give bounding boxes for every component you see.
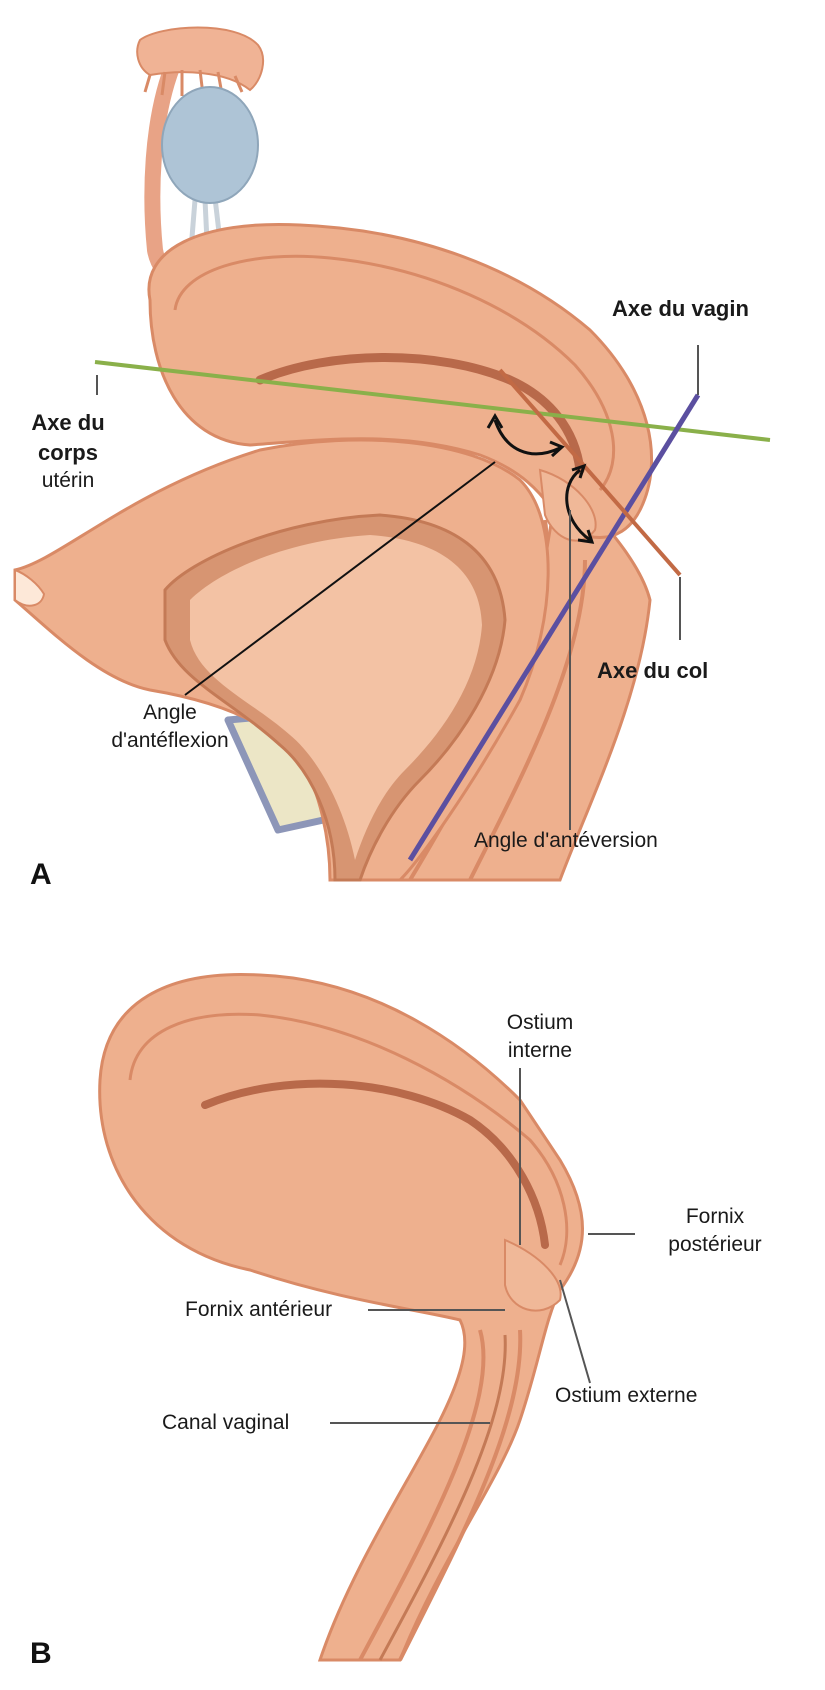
label-axe-corps-3: utérin — [18, 468, 118, 494]
label-ostium-interne-2: interne — [480, 1038, 600, 1064]
label-canal-vaginal: Canal vaginal — [162, 1410, 289, 1436]
label-angle-antef-1: Angle — [100, 700, 240, 726]
uterus-b — [100, 974, 583, 1660]
label-axe-corps-2: corps — [18, 440, 118, 466]
label-fornix-post-1: Fornix — [640, 1204, 790, 1230]
label-ostium-externe: Ostium externe — [555, 1383, 697, 1409]
label-ostium-interne-1: Ostium — [480, 1010, 600, 1036]
label-axe-col: Axe du col — [597, 658, 708, 684]
panel-letter-b: B — [30, 1637, 52, 1671]
leader-ostium-externe — [560, 1280, 590, 1383]
label-fornix-post-2: postérieur — [640, 1232, 790, 1258]
label-angle-antef-2: d'antéflexion — [80, 728, 260, 754]
label-angle-antev: Angle d'antéversion — [474, 828, 658, 854]
panel-letter-a: A — [30, 858, 52, 892]
label-fornix-ant: Fornix antérieur — [185, 1297, 332, 1323]
label-axe-corps-1: Axe du — [18, 410, 118, 436]
label-axe-vagin: Axe du vagin — [612, 296, 749, 322]
